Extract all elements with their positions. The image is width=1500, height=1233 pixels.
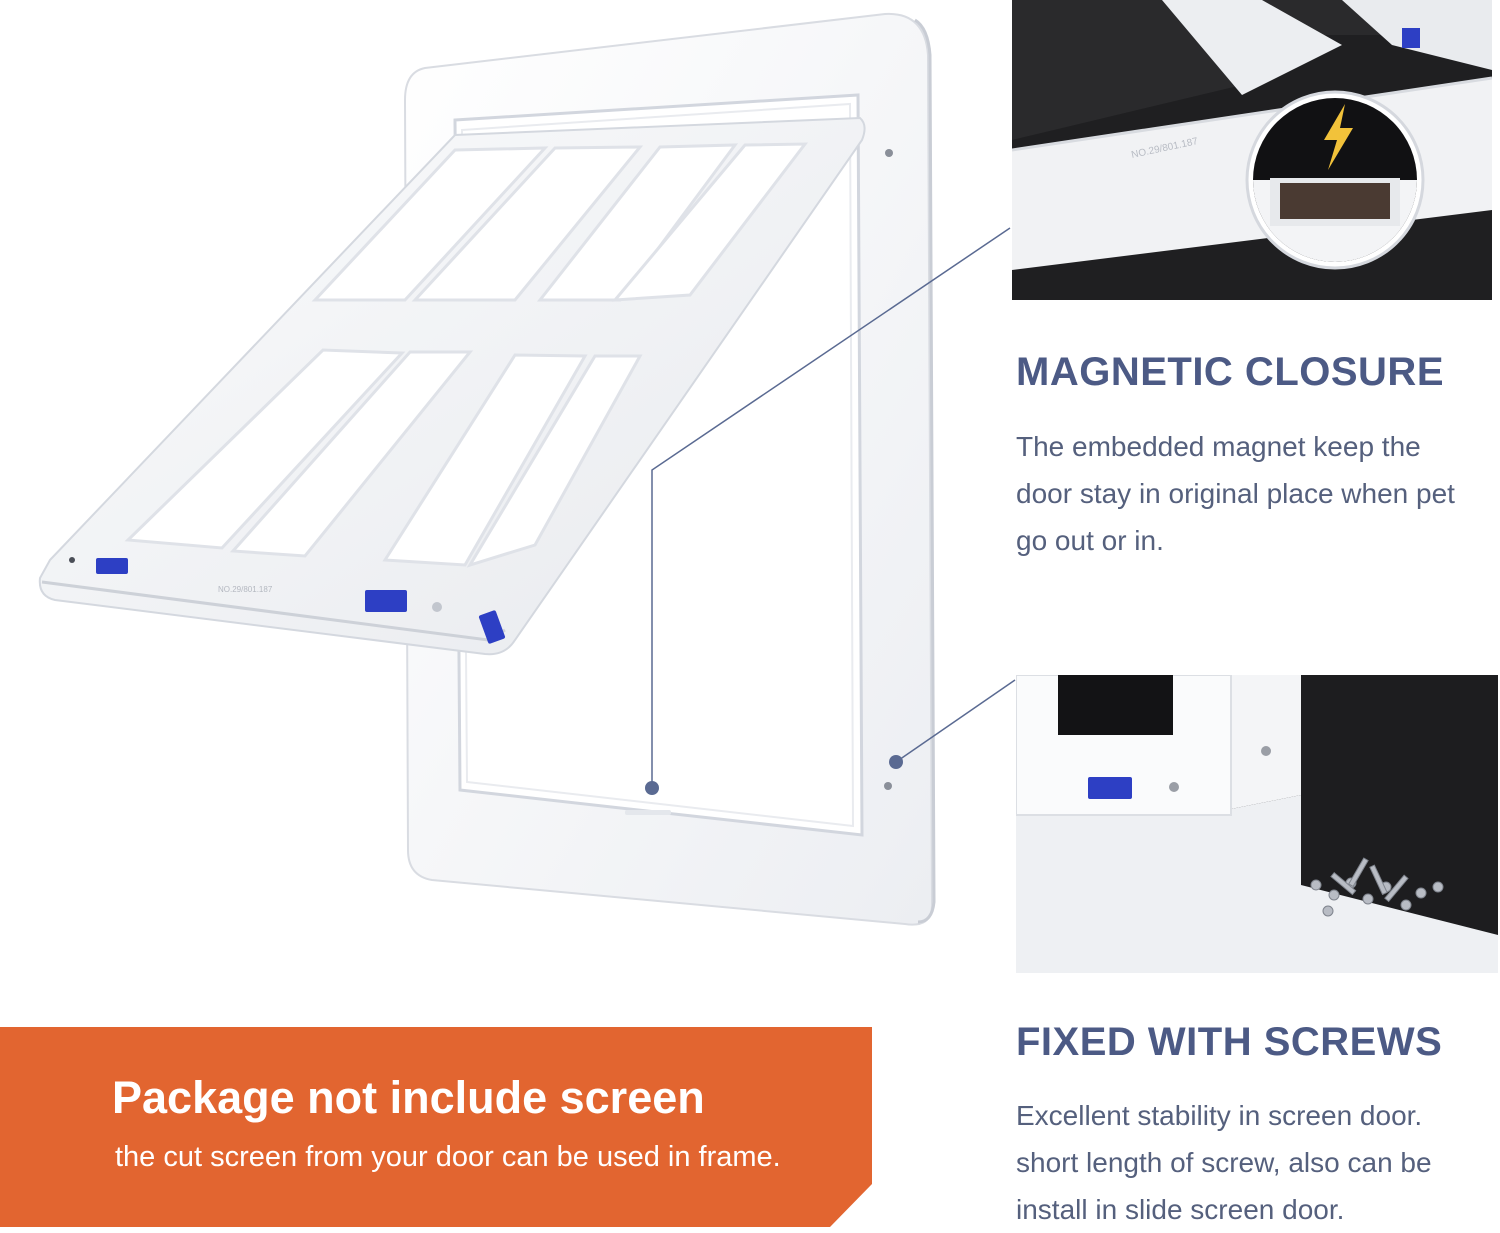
lightning-icon [1324,104,1353,170]
description-line: Excellent stability in screen door. [1016,1100,1423,1131]
description-line: go out or in. [1016,525,1164,556]
latch-icon [1088,777,1132,799]
banner-subtitle: the cut screen from your door can be use… [115,1141,781,1173]
callout-dot [645,781,659,795]
description-line: short length of screw, also can be [1016,1147,1432,1178]
screws-detail-photo [1016,675,1498,973]
screw-icon [884,782,892,790]
package-banner [0,1027,872,1227]
latch-icon [1402,28,1420,48]
screw-icon [1169,782,1179,792]
magnet-detail-photo: NO.29/801.187 [1012,0,1492,300]
magnetic-closure-title: MAGNETIC CLOSURE [1016,350,1444,394]
magnetic-closure-description: The embedded magnet keep the door stay i… [1016,423,1455,564]
description-line: door stay in original place when pet [1016,478,1455,509]
latch-icon [478,610,506,644]
callout-lines [645,227,1016,795]
latch-icon [365,590,407,612]
latch-icon [96,558,128,574]
door-flap: NO.29/801.187 [38,116,866,656]
description-line: The embedded magnet keep the [1016,431,1421,462]
flap-model-code: NO.29/801.187 [218,585,273,594]
callout-dot [889,755,903,769]
screw-icon [1261,746,1271,756]
description-line: install in slide screen door. [1016,1194,1345,1225]
banner-title: Package not include screen [112,1072,705,1123]
fixed-with-screws-description: Excellent stability in screen door. shor… [1016,1092,1432,1233]
screw-icon [885,149,893,157]
fixed-with-screws-title: FIXED WITH SCREWS [1016,1020,1443,1064]
screws-pile-icon [1310,857,1444,917]
